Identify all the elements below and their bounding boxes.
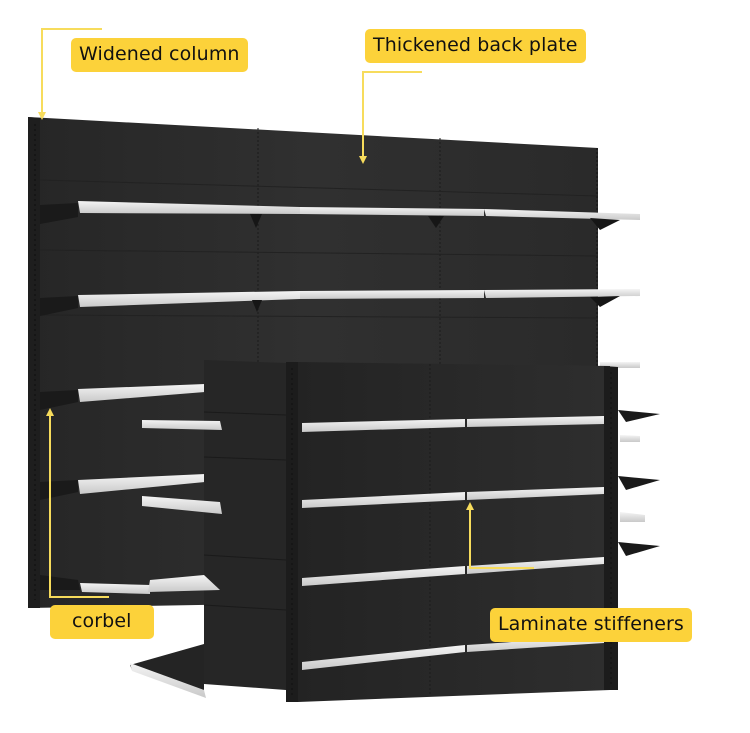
annotation-corbel: corbel	[50, 605, 154, 639]
wall-shelf-1	[40, 201, 640, 230]
arrow-down-icon	[38, 112, 46, 120]
annotation-lines	[41, 28, 534, 598]
annotation-thickened-back-plate: Thickened back plate	[365, 29, 586, 63]
arrow-up-icon	[46, 408, 54, 416]
arrow-up-icon	[466, 502, 474, 510]
gondola-shelf-unit	[130, 360, 660, 702]
annotation-laminate-stiffeners: Laminate stiffeners	[490, 608, 692, 642]
arrow-down-icon	[359, 156, 367, 164]
annotation-widened-column: Widened column	[71, 38, 248, 72]
wall-shelf-2	[40, 289, 640, 316]
annotation-arrowheads	[38, 112, 474, 510]
